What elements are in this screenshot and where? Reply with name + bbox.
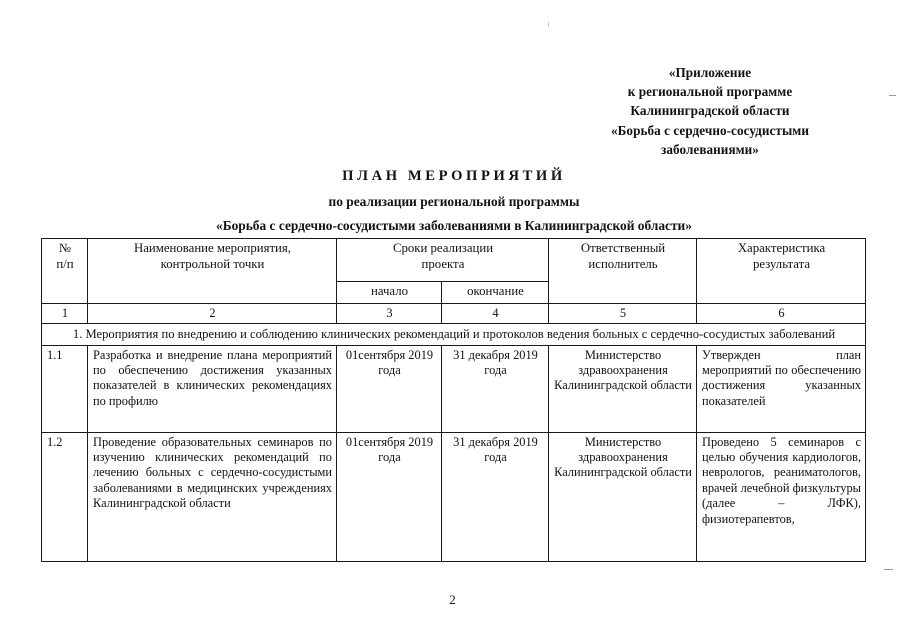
row-end: 31 декабря 2019 года bbox=[440, 344, 550, 433]
plan-table-wrapper: № п/п Наименование мероприятия, контроль… bbox=[40, 238, 867, 562]
page-number: 2 bbox=[449, 592, 456, 607]
table-header-row: № п/п Наименование мероприятия, контроль… bbox=[41, 238, 867, 304]
row-number: 1.1 bbox=[41, 344, 88, 433]
row-name: Разработка и внедрение плана мероприятий… bbox=[87, 344, 337, 433]
appendix-reference-block: «Приложение к региональной программе Кал… bbox=[560, 63, 860, 159]
column-header-name: Наименование мероприятия, контрольной то… bbox=[87, 238, 337, 304]
column-index-4: 4 bbox=[440, 302, 550, 325]
page-title: ПЛАН МЕРОПРИЯТИЙ bbox=[342, 168, 566, 184]
column-header-executor: Ответственный исполнитель bbox=[548, 238, 698, 304]
appendix-line-5: заболеваниями» bbox=[661, 141, 759, 157]
column-header-number: № п/п bbox=[41, 238, 88, 304]
appendix-line-2: к региональной программе bbox=[627, 84, 793, 100]
plan-table: № п/п Наименование мероприятия, контроль… bbox=[40, 238, 867, 562]
row-executor: Министерство здравоохранения Калининград… bbox=[548, 344, 698, 433]
column-index-2: 2 bbox=[87, 302, 337, 325]
column-index-3: 3 bbox=[336, 302, 442, 325]
row-name: Проведение образовательных семинаров по … bbox=[87, 431, 337, 562]
table-head: № п/п Наименование мероприятия, контроль… bbox=[41, 238, 867, 304]
document-subtitle-2: «Борьба с сердечно-сосудистыми заболеван… bbox=[216, 218, 692, 233]
row-end: 31 декабря 2019 года bbox=[440, 431, 550, 562]
document-title-block: ПЛАН МЕРОПРИЯТИЙ по реализации региональ… bbox=[40, 166, 868, 236]
row-start: 01сентября 2019 года bbox=[336, 344, 442, 433]
scan-artifact bbox=[889, 95, 896, 96]
row-start: 01сентября 2019 года bbox=[336, 431, 442, 562]
row-number: 1.2 bbox=[41, 431, 88, 562]
column-header-result: Характеристика результата bbox=[696, 238, 867, 304]
section-title: 1. Мероприятия по внедрению и соблюдению… bbox=[40, 323, 867, 346]
table-row: 1.2 Проведение образовательных семинаров… bbox=[41, 431, 867, 562]
table-body: 1 2 3 4 5 6 1. Мероприятия по внедрению … bbox=[40, 302, 867, 562]
scan-artifact bbox=[548, 22, 549, 27]
row-result: Утвержден план мероприятий по обеспечени… bbox=[696, 344, 867, 433]
column-index-1: 1 bbox=[41, 302, 88, 325]
column-header-end: окончание bbox=[440, 281, 550, 304]
column-index-5: 5 bbox=[548, 302, 698, 325]
appendix-line-4: «Борьба с сердечно-сосудистыми bbox=[611, 122, 809, 138]
table-row: 1.1 Разработка и внедрение плана меропри… bbox=[41, 344, 867, 433]
column-number-row: 1 2 3 4 5 6 bbox=[41, 302, 867, 325]
document-subtitle-1: по реализации региональной программы bbox=[328, 194, 580, 209]
appendix-line-1: «Приложение bbox=[668, 65, 752, 80]
scan-artifact bbox=[884, 569, 893, 570]
column-header-deadlines: Сроки реализации проекта bbox=[335, 238, 550, 282]
row-executor: Министерство здравоохранения Калининград… bbox=[548, 431, 698, 562]
appendix-line-3: Калининградской области bbox=[630, 103, 790, 119]
row-result: Проведено 5 семинаров с целью обучения к… bbox=[696, 431, 867, 562]
section-header-row: 1. Мероприятия по внедрению и соблюдению… bbox=[40, 323, 867, 346]
column-header-start: начало bbox=[336, 281, 442, 304]
column-index-6: 6 bbox=[696, 302, 867, 325]
